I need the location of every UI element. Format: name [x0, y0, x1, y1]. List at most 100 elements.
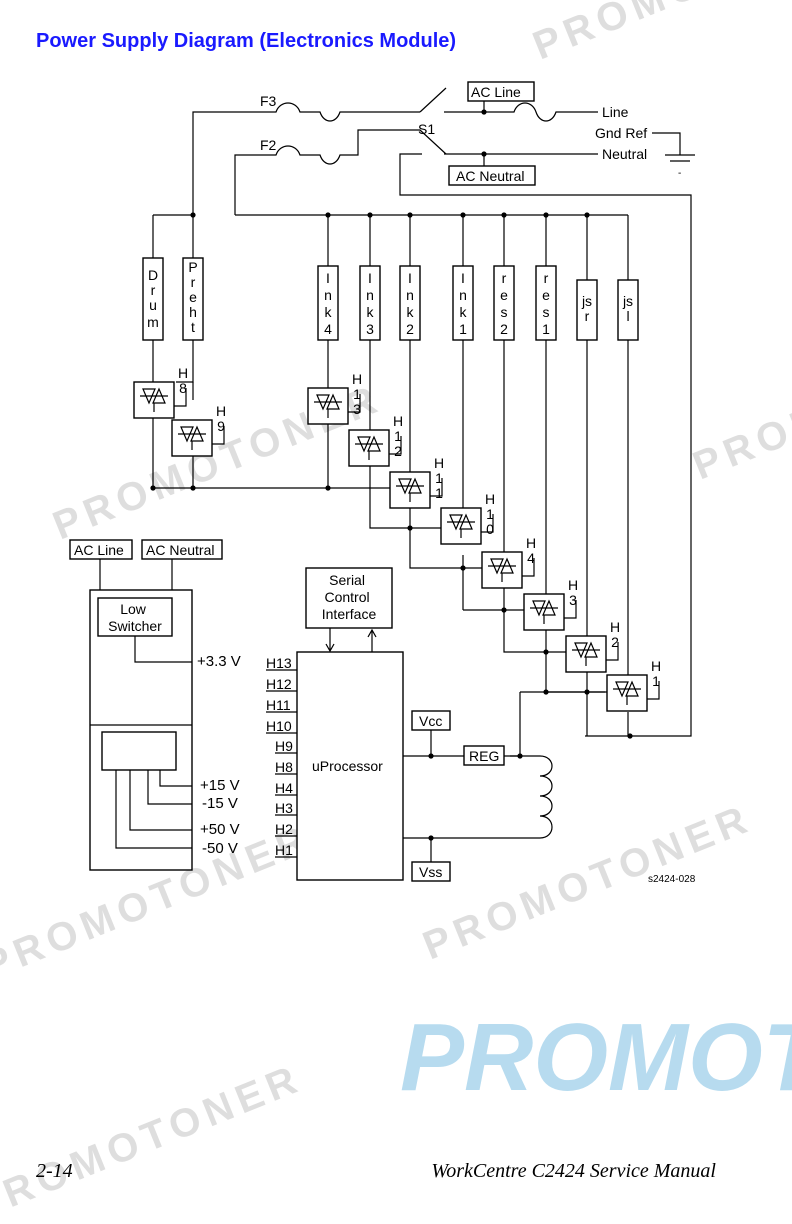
high-voltage-box	[101, 731, 177, 771]
f3-wire	[192, 102, 420, 215]
watermark-logo: PROMOT	[400, 1004, 792, 1111]
uprocessor-label: uProcessor	[312, 758, 383, 774]
serial-arrows	[325, 628, 377, 653]
svg-text:H9: H9	[275, 738, 293, 754]
svg-text:H13: H13	[266, 655, 292, 671]
psu-input-wires	[99, 559, 173, 590]
serial-interface-label: Serial Control Interface	[322, 572, 377, 622]
vcc-label: Vcc	[419, 713, 442, 729]
fuse-f2-label: F2	[260, 137, 277, 153]
ground-symbol	[652, 132, 695, 162]
voltage-plus15: +15 V	[200, 777, 240, 794]
3v3-wire	[134, 636, 192, 663]
vcc-vss-wires	[403, 730, 464, 862]
switch-s1-label: S1	[418, 121, 435, 137]
inductor-coil	[431, 755, 553, 839]
fuse-f3-label: F3	[260, 93, 277, 109]
f2-wire	[234, 129, 447, 215]
voltage-3v3: +3.3 V	[197, 653, 241, 670]
ac-neutral-label: AC Neutral	[456, 168, 524, 184]
watermark-text: PROMOTONER	[687, 316, 792, 488]
psu-ac-neutral-label: AC Neutral	[146, 542, 214, 558]
svg-text:H4: H4	[275, 780, 293, 796]
low-switcher-label: Low Switcher	[108, 601, 162, 634]
ground-dash: -	[678, 168, 681, 179]
svg-text:H3: H3	[275, 800, 293, 816]
svg-text:H11: H11	[266, 697, 291, 713]
line-wire	[444, 102, 598, 122]
neutral-return-wire	[399, 153, 692, 737]
svg-text:H8: H8	[275, 759, 293, 775]
ac-neutral-box	[448, 165, 536, 186]
page-number: 2-14	[36, 1160, 73, 1182]
voltage-minus50: -50 V	[202, 840, 238, 857]
pin-labels: H13 H12 H11 H10 H9 H8 H4 H3 H2 H1	[266, 655, 297, 858]
processor-section: Serial Control Interface uProcessor H13 …	[266, 567, 553, 882]
svg-text:H12: H12	[266, 676, 292, 692]
hv-wires	[115, 770, 192, 849]
watermark-text: PROMOTONER	[0, 1056, 308, 1224]
heater-drops	[152, 215, 629, 280]
voltage-minus15: -15 V	[202, 795, 238, 812]
psu-ac-neutral-box	[141, 539, 223, 560]
psu-ac-line-box	[69, 539, 133, 560]
figure-id: s2424-028	[648, 874, 696, 885]
watermark-text: PROMOTONER	[527, 0, 792, 68]
gnd-ref-label: Gnd Ref	[595, 125, 647, 141]
svg-text:H10: H10	[266, 718, 292, 734]
ink3-wires	[369, 340, 458, 529]
uprocessor-box	[296, 651, 404, 881]
low-switcher-box	[97, 597, 173, 637]
switch-blade-top	[419, 87, 447, 113]
line-label: Line	[602, 104, 629, 120]
voltage-plus50: +50 V	[200, 821, 240, 838]
page-title: Power Supply Diagram (Electronics Module…	[36, 30, 457, 52]
svg-text:H2: H2	[275, 821, 293, 837]
reg-label: REG	[469, 748, 499, 764]
power-supply-module: AC Line AC Neutral Low Switcher +3.3 V +…	[69, 539, 241, 871]
neutral-label: Neutral	[602, 146, 647, 162]
ac-line-label: AC Line	[471, 84, 521, 100]
res2-wires	[503, 340, 582, 653]
svg-text:H1: H1	[275, 842, 293, 858]
ac-line-box	[467, 81, 535, 102]
watermark-text: PROMOTONER	[417, 796, 758, 968]
vss-label: Vss	[419, 864, 442, 880]
psu-ac-line-label: AC Line	[74, 542, 124, 558]
manual-title: WorkCentre C2424 Service Manual	[431, 1160, 716, 1182]
ac-input-section: AC Line AC Neutral F3 F2 S1 Line Gnd Ref…	[192, 81, 695, 737]
